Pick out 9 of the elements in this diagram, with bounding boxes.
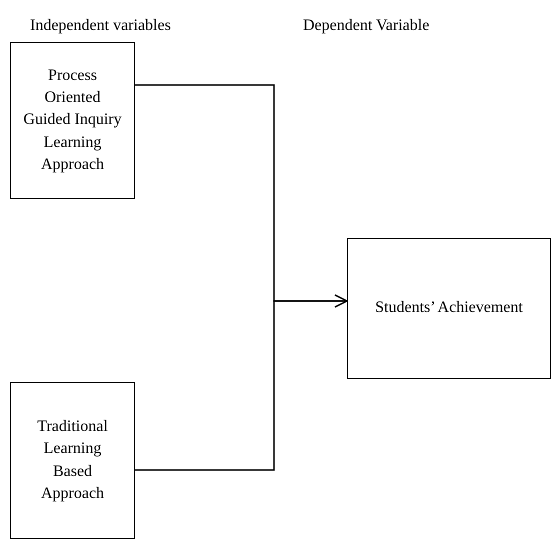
column-heading: Independent variables — [30, 17, 171, 35]
box-text: Students’ Achievement — [375, 298, 523, 318]
concept-box — [10, 42, 135, 199]
concept-box — [347, 238, 551, 379]
concept-box — [10, 382, 135, 539]
column-heading: Dependent Variable — [303, 17, 430, 35]
box-text: Process Oriented Guided Inquiry Learning Approach — [23, 66, 122, 176]
box-text: Traditional Learning Based Approach — [36, 416, 109, 504]
connector-arrow — [135, 294, 348, 471]
